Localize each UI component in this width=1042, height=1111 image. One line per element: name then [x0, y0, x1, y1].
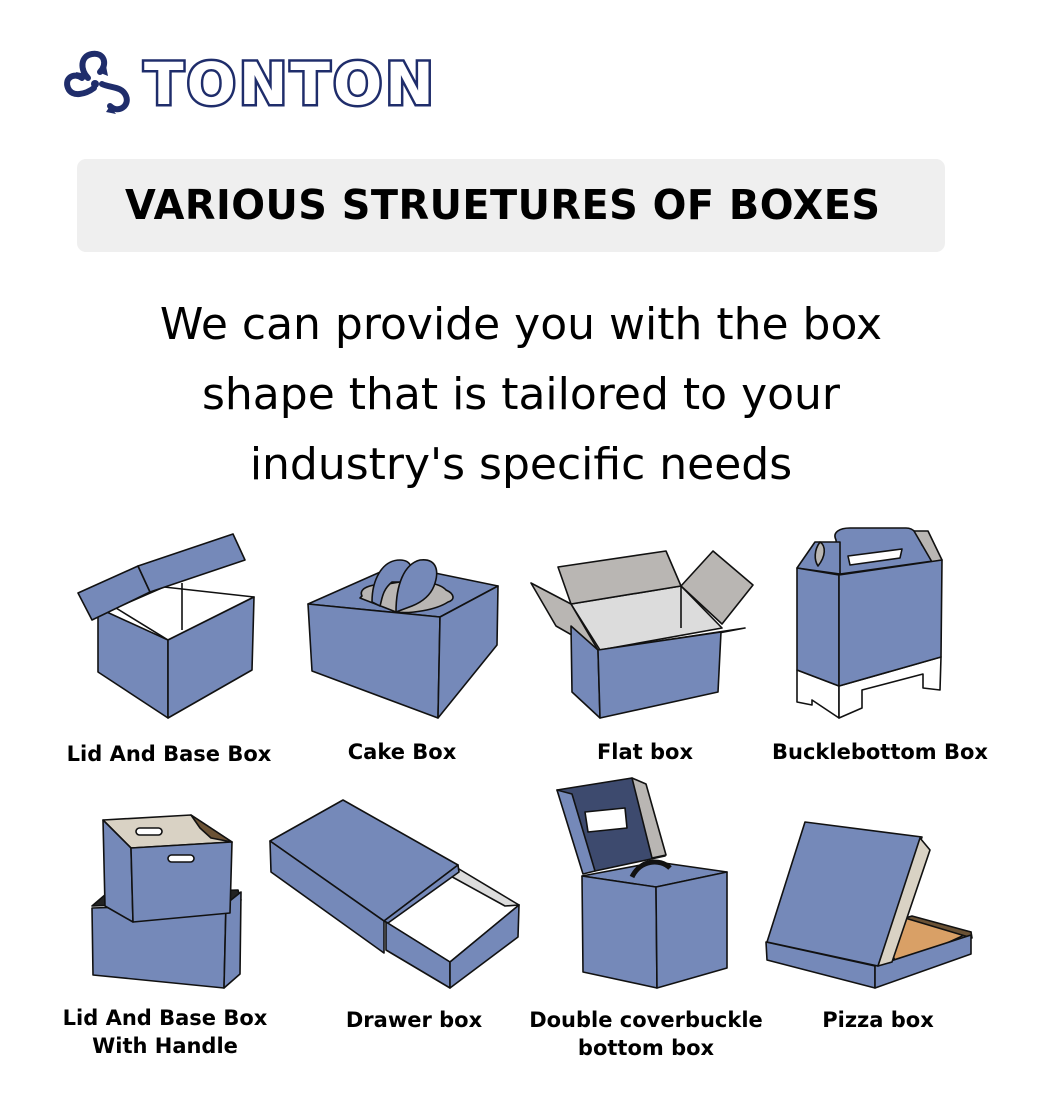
- box-label-line: Pizza box: [822, 1008, 934, 1032]
- recycle-trefoil-icon: [64, 50, 130, 114]
- tagline-line: shape that is tailored to your: [201, 369, 841, 420]
- tagline-line: We can provide you with the box: [159, 299, 883, 350]
- box-label-line: Drawer box: [345, 1008, 483, 1032]
- box-label: Cake Box: [348, 738, 457, 766]
- box-label: Double coverbuckle bottom box: [529, 1006, 763, 1062]
- page-title: VARIOUS STRUETURES OF BOXES: [125, 181, 881, 229]
- box-label: Flat box: [597, 738, 693, 766]
- box-label: Lid And Base Box: [67, 740, 272, 768]
- tagline-line: industry's specific needs: [249, 439, 793, 490]
- box-label-line: Double coverbuckle: [529, 1008, 763, 1032]
- box-label: Bucklebottom Box: [772, 738, 988, 766]
- box-label-line: With Handle: [92, 1034, 238, 1058]
- box-label-line: Bucklebottom Box: [772, 740, 988, 764]
- box-label-line: Flat box: [596, 740, 694, 764]
- box-label: Drawer box: [346, 1006, 482, 1034]
- box-label: Lid And Base Box With Handle: [63, 1004, 268, 1060]
- brand-name: TONTON: [142, 48, 437, 121]
- tagline: We can provide you with the box shape th…: [0, 290, 1042, 500]
- box-label-line: bottom box: [577, 1036, 715, 1060]
- title-banner: VARIOUS STRUETURES OF BOXES: [77, 159, 945, 252]
- box-label: Pizza box: [822, 1006, 934, 1034]
- box-label-line: Lid And Base Box: [66, 742, 272, 766]
- box-label-line: Lid And Base Box: [62, 1006, 268, 1030]
- box-label-line: Cake Box: [347, 740, 457, 764]
- brand-logo: TONTON: [58, 48, 437, 121]
